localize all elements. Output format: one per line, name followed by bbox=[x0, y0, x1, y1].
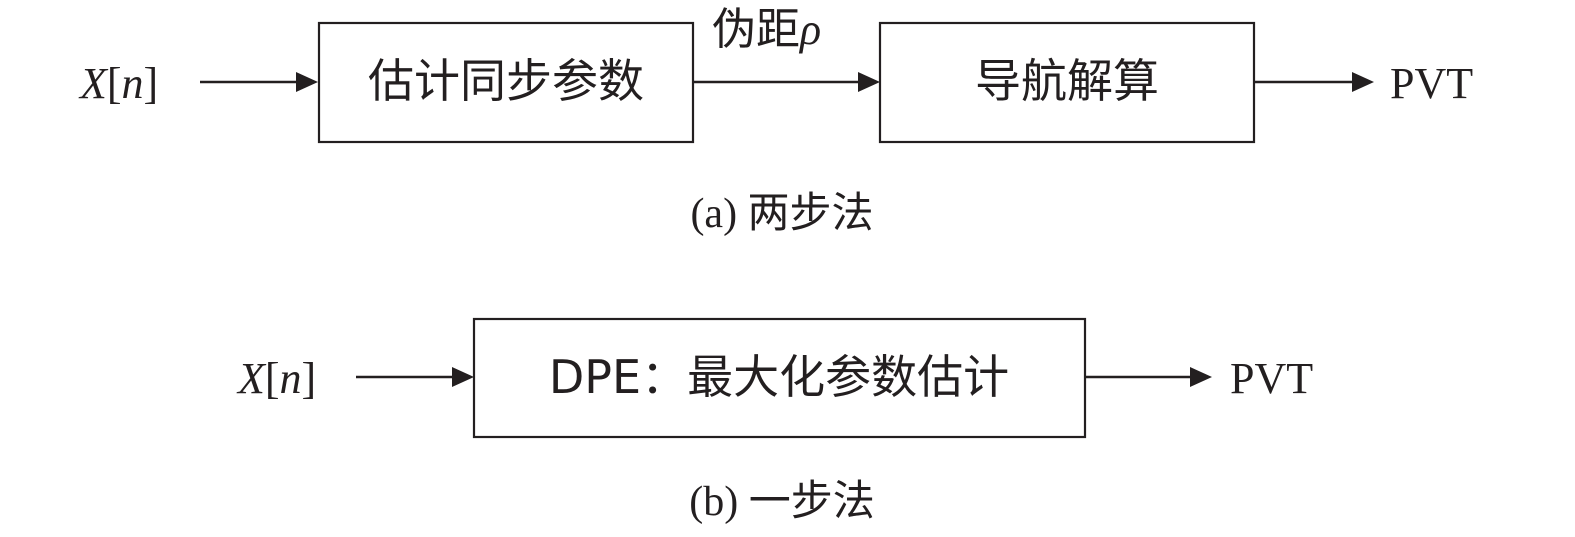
two-step-arrow-output-head bbox=[1352, 72, 1374, 92]
two-step-arrow-input-head bbox=[296, 72, 318, 92]
navigation-solution-block bbox=[878, 21, 1256, 144]
one-step-diagram: X[n] DPE：最大化参数估计 PVT (b) 一步法 bbox=[236, 317, 1313, 525]
two-step-output-label: PVT bbox=[1390, 59, 1473, 108]
two-step-caption: (a) 两步法 bbox=[690, 191, 873, 237]
two-step-diagram: X[n] 估计同步参数 伪距ρ 导航解算 PVT (a) 两步法 bbox=[78, 4, 1473, 237]
one-step-output-label: PVT bbox=[1230, 354, 1313, 403]
one-step-input-index: n bbox=[280, 354, 302, 403]
navigation-solution-label: 导航解算 bbox=[975, 54, 1159, 108]
one-step-caption: (b) 一步法 bbox=[689, 479, 874, 525]
two-step-arrow-middle-head bbox=[858, 72, 880, 92]
one-step-arrow-input-head bbox=[452, 367, 474, 387]
two-step-input-bracket-open: [ bbox=[107, 59, 122, 108]
two-step-input-bracket-close: ] bbox=[144, 59, 159, 108]
two-step-input-index: n bbox=[122, 59, 144, 108]
dpe-max-param-estimation-label: DPE：最大化参数估计 bbox=[549, 350, 1009, 404]
sync-parameter-estimation-label: 估计同步参数 bbox=[368, 54, 644, 108]
two-step-input-label: X[n] bbox=[78, 59, 158, 108]
one-step-arrow-output-head bbox=[1190, 367, 1212, 387]
pseudorange-label: 伪距ρ bbox=[712, 4, 821, 55]
pseudorange-text: 伪距 bbox=[712, 4, 800, 55]
two-step-input-var: X bbox=[78, 59, 109, 108]
one-step-input-bracket-close: ] bbox=[302, 354, 317, 403]
one-step-input-bracket-open: [ bbox=[265, 354, 280, 403]
sync-parameter-estimation-block bbox=[317, 21, 695, 144]
one-step-input-var: X bbox=[236, 354, 267, 403]
pseudorange-symbol: ρ bbox=[798, 5, 821, 54]
one-step-input-label: X[n] bbox=[236, 354, 316, 403]
dpe-max-param-estimation-block bbox=[472, 317, 1087, 439]
